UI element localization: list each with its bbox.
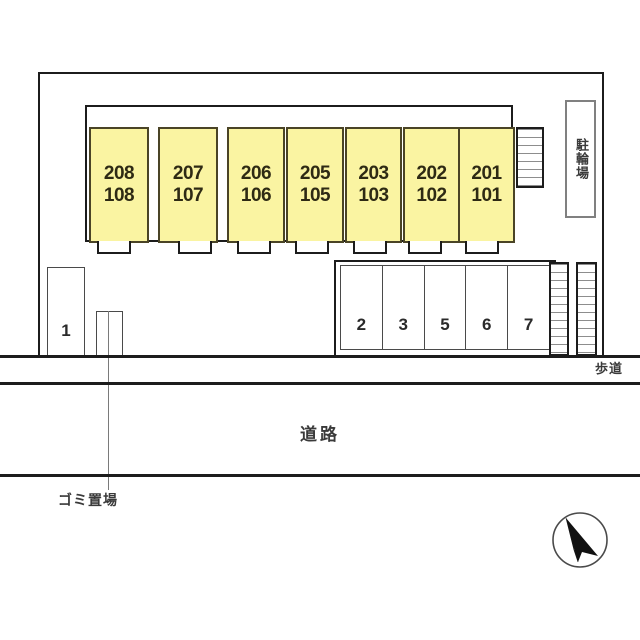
unit-lower-number: 108 xyxy=(103,185,135,206)
unit-upper-number: 208 xyxy=(103,162,135,184)
unit-201-101[interactable]: 201 101 xyxy=(458,127,515,243)
unit-lower-number: 107 xyxy=(172,185,204,206)
unit-entrance-step xyxy=(97,241,131,254)
parking-stall-1[interactable]: 1 xyxy=(47,267,85,356)
unit-lower-number: 106 xyxy=(240,185,272,206)
unit-upper-number: 202 xyxy=(416,162,447,184)
unit-upper-number: 203 xyxy=(358,162,389,184)
sidewalk-edge-line xyxy=(0,355,640,358)
parking-stall-7[interactable]: 7 xyxy=(523,315,534,334)
unit-upper-number: 206 xyxy=(240,162,272,184)
unit-203-103[interactable]: 203 103 xyxy=(345,127,402,243)
building-corridor xyxy=(87,107,511,127)
unit-lower-number: 101 xyxy=(471,185,502,206)
unit-entrance-step xyxy=(353,241,387,254)
sidewalk-label: 歩道 xyxy=(595,362,624,377)
trash-leader-line xyxy=(108,311,109,490)
unit-entrance-step xyxy=(295,241,329,254)
unit-lower-number: 103 xyxy=(358,185,389,206)
bicycle-parking-area[interactable]: 駐輪場 xyxy=(565,100,596,218)
parking-lot[interactable]: 2 3 5 6 7 xyxy=(340,265,550,350)
parking-stall-5[interactable]: 5 xyxy=(425,266,467,349)
unit-206-106[interactable]: 206 106 xyxy=(227,127,285,243)
unit-202-102[interactable]: 202 102 xyxy=(403,127,460,243)
unit-upper-number: 207 xyxy=(172,162,204,184)
site-stairs-left-icon xyxy=(549,262,569,356)
site-stairs-right-icon xyxy=(576,262,597,356)
road-bottom-line xyxy=(0,474,640,477)
parking-stall-6[interactable]: 6 xyxy=(466,266,509,349)
unit-lower-number: 105 xyxy=(299,185,331,206)
unit-205-105[interactable]: 205 105 xyxy=(286,127,344,243)
unit-entrance-step xyxy=(465,241,499,254)
north-arrow-icon xyxy=(548,508,612,572)
road-label: 道路 xyxy=(300,425,340,445)
bicycle-parking-label: 駐輪場 xyxy=(573,138,588,180)
trash-area-label: ゴミ置場 xyxy=(58,493,118,509)
unit-entrance-step xyxy=(237,241,271,254)
unit-upper-number: 205 xyxy=(299,162,331,184)
unit-208-108[interactable]: 208 108 xyxy=(89,127,149,243)
unit-entrance-step xyxy=(178,241,212,254)
road-top-line xyxy=(0,382,640,385)
trash-area[interactable] xyxy=(96,311,123,356)
parking-stall-2[interactable]: 2 xyxy=(341,266,383,349)
unit-207-107[interactable]: 207 107 xyxy=(158,127,218,243)
parking-stall-3[interactable]: 3 xyxy=(383,266,425,349)
building-stairs-icon xyxy=(516,127,544,188)
unit-upper-number: 201 xyxy=(471,162,502,184)
unit-lower-number: 102 xyxy=(416,185,447,206)
unit-entrance-step xyxy=(408,241,442,254)
